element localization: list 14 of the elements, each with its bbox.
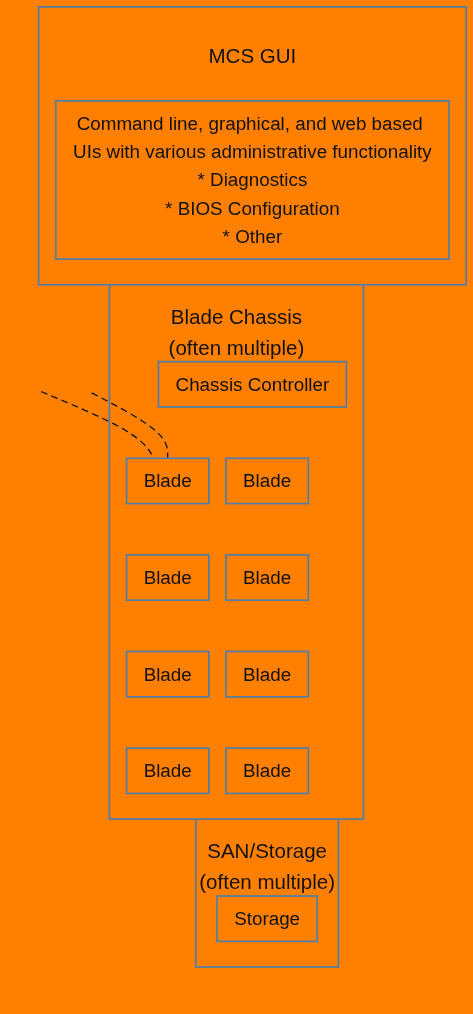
node-box: Blade — [225, 747, 310, 795]
node-box: Blade — [225, 457, 310, 505]
node-box: Blade — [125, 457, 210, 505]
node-box: Blade — [125, 650, 210, 698]
node-box: Storage — [216, 895, 319, 943]
node-box: Blade — [225, 650, 310, 698]
node-box: Command line, graphical, and web based UIs with various administrative functionality * Diagnostics * BIOS Configuration * Other — [54, 100, 450, 260]
node-label: (often multiple) — [199, 870, 335, 894]
node-box: Chassis Controller — [157, 360, 348, 408]
node-box: Blade — [225, 554, 310, 602]
node-label: (often multiple) — [168, 336, 305, 360]
connector — [90, 392, 169, 459]
node-box: Blade — [125, 554, 210, 602]
node-box: Blade — [125, 747, 210, 795]
